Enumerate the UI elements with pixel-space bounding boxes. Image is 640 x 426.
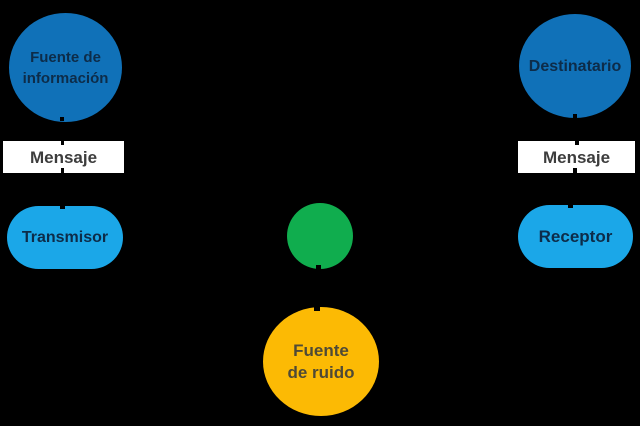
connector-mark [573,168,577,173]
destination-node: Destinatario [519,14,631,118]
message-right-label: Mensaje [542,147,611,167]
signal-node [287,203,353,269]
receiver-node: Receptor [518,205,633,268]
connector-mark [60,206,65,209]
receiver-label: Receptor [538,226,613,246]
transmitter-label: Transmisor [21,228,109,246]
connector-mark [316,265,321,269]
connector-mark [575,141,579,145]
connector-mark [314,307,320,311]
info-source-label-line1: Fuente de [30,48,101,66]
message-left-label: Mensaje [29,147,98,167]
connector-mark [568,205,573,208]
transmitter-node: Transmisor [7,206,123,269]
message-box-left: Mensaje [3,141,124,173]
connector-mark [60,117,64,121]
info-source-node: Fuente de información [9,13,122,122]
connector-mark [573,114,577,118]
noise-source-label-line1: Fuente [293,340,349,360]
noise-source-node: Fuente de ruido [263,307,379,416]
connector-mark [61,168,64,173]
message-box-right: Mensaje [518,141,635,173]
info-source-label-line2: información [22,69,109,87]
noise-source-label-line2: de ruido [287,362,355,382]
destination-label: Destinatario [528,57,622,75]
connector-mark [61,141,64,145]
